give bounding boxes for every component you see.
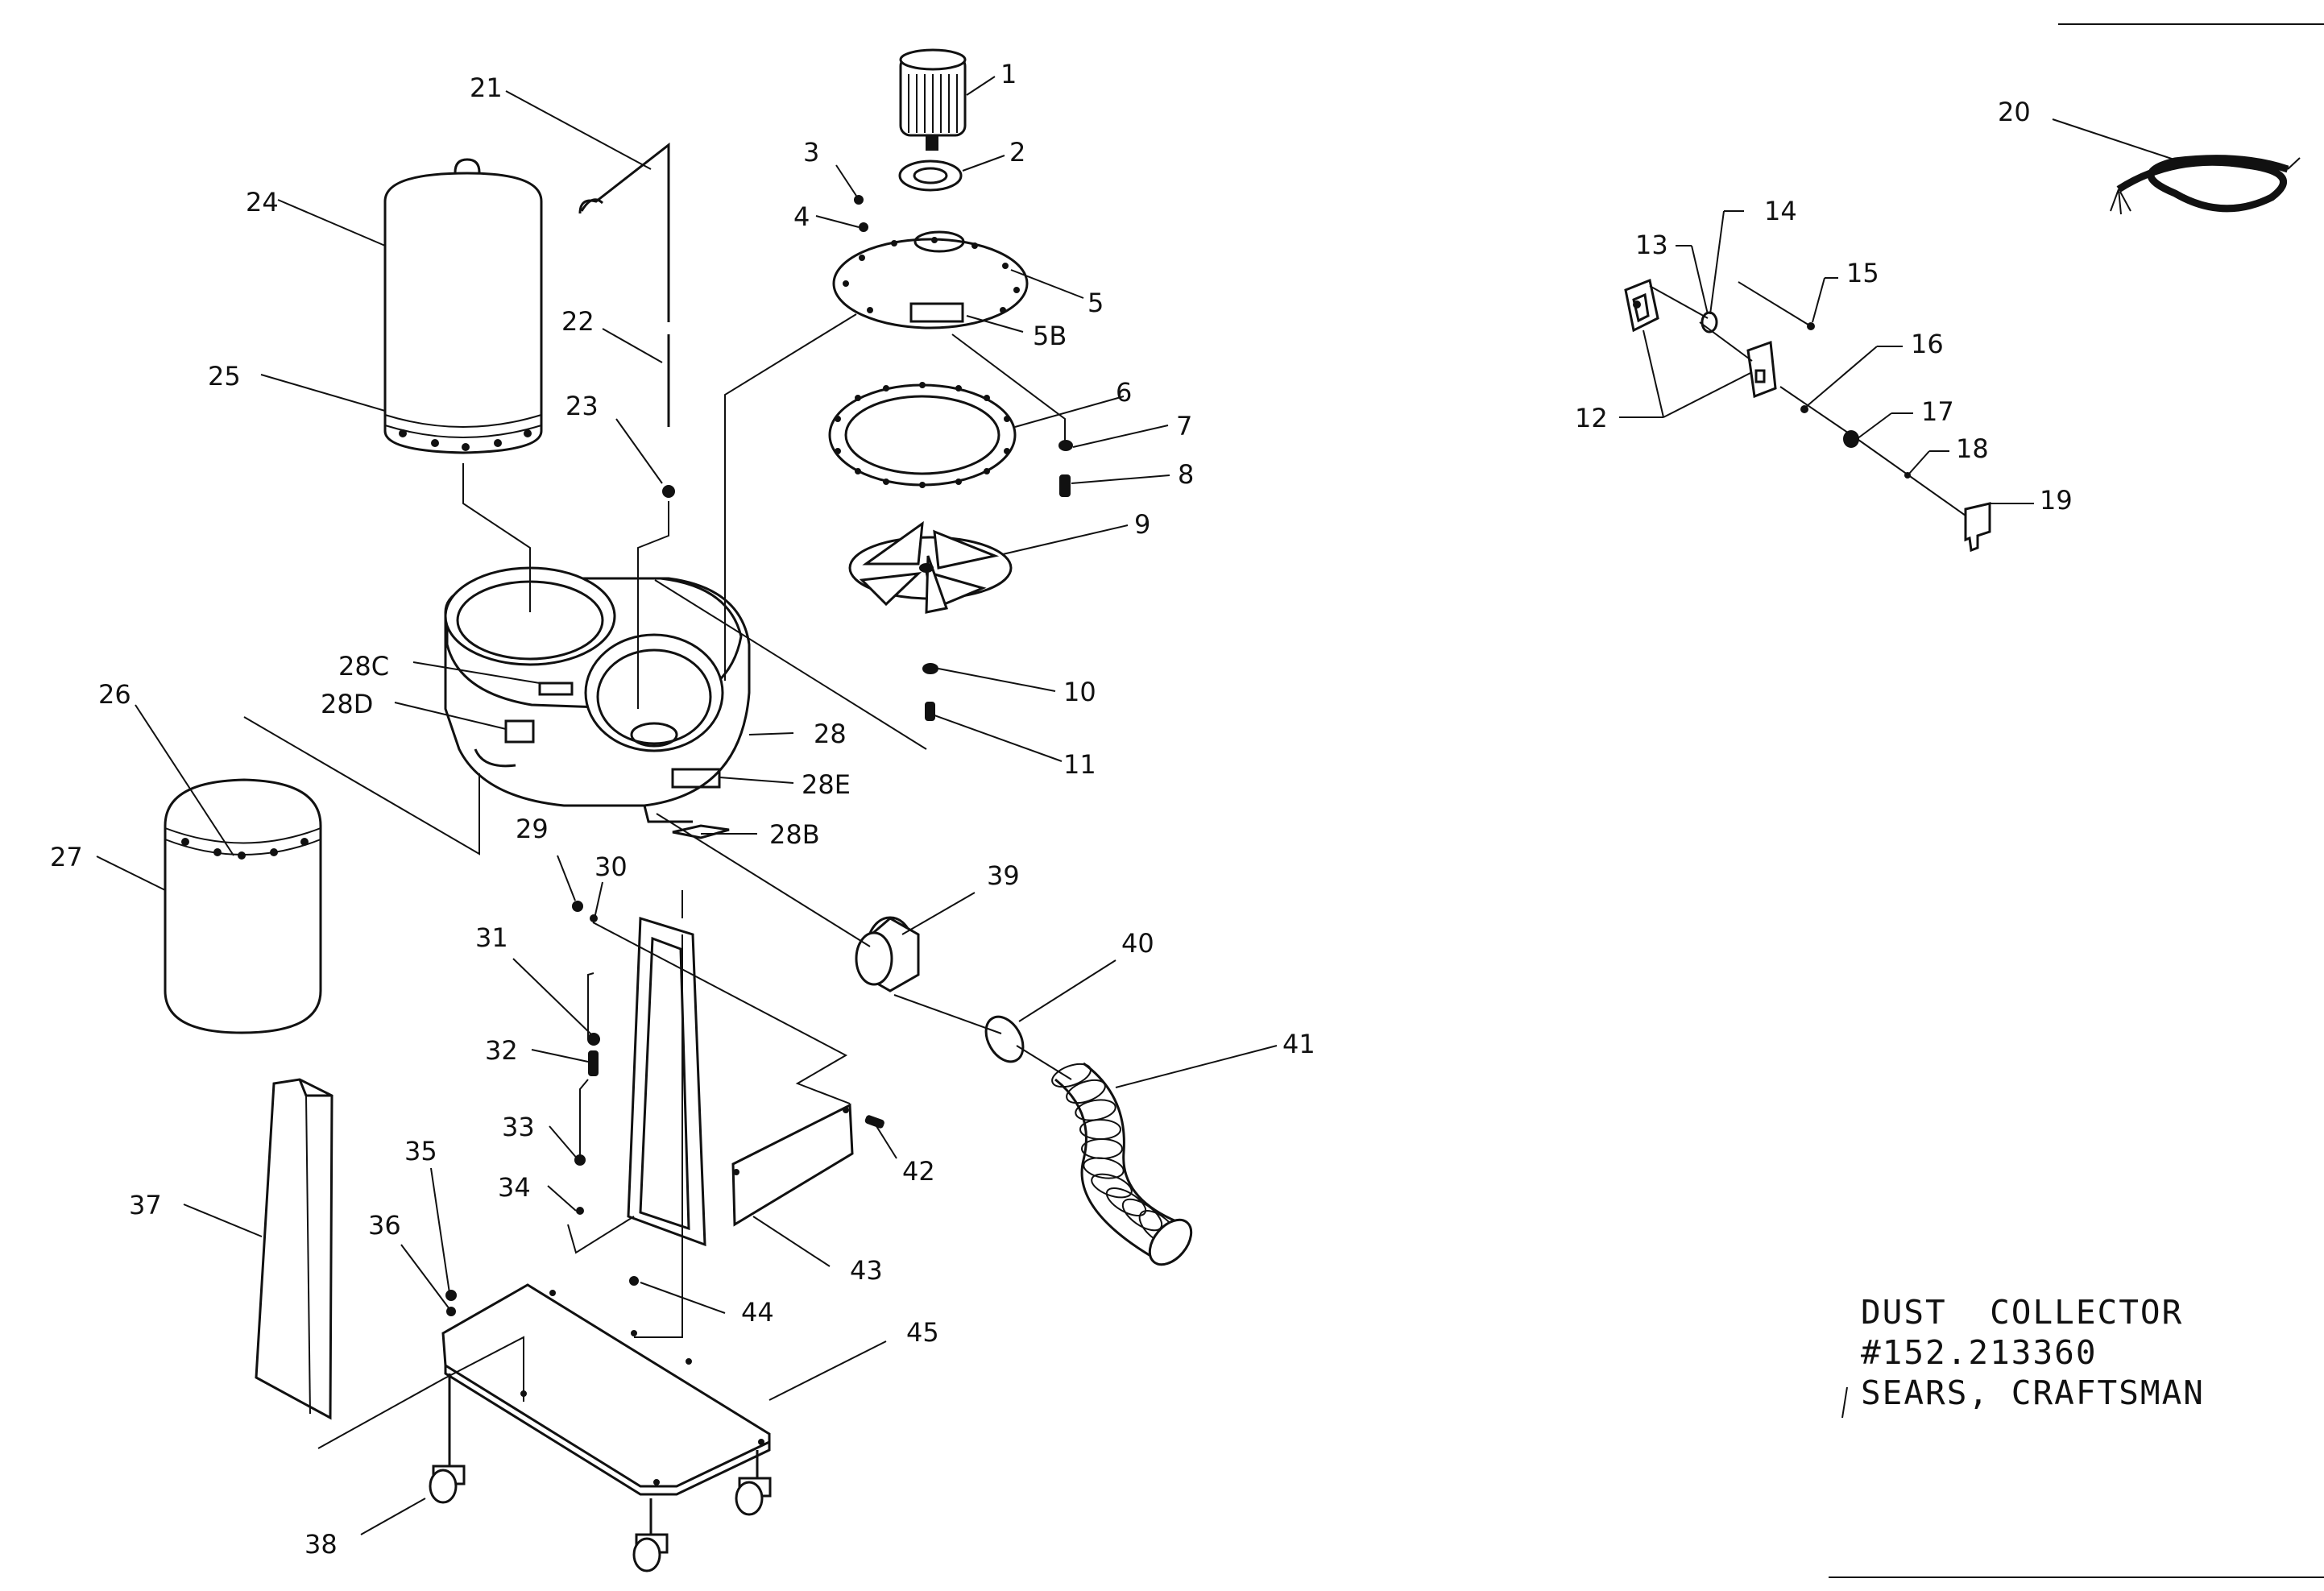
callout-27: 27 bbox=[50, 842, 83, 872]
hose-clamp-part bbox=[984, 1015, 1025, 1063]
title-line-brand: SEARS, CRAFTSMAN bbox=[1861, 1373, 2205, 1412]
callout-33: 33 bbox=[502, 1112, 535, 1142]
callout-32: 32 bbox=[485, 1035, 518, 1066]
bolt-part-11 bbox=[925, 702, 935, 721]
blower-housing-part bbox=[444, 566, 751, 823]
inlet-adapter-part bbox=[855, 916, 920, 992]
callout-9: 9 bbox=[1134, 509, 1150, 540]
washer-part-10 bbox=[922, 663, 938, 674]
callout-38: 38 bbox=[304, 1529, 338, 1560]
callout-3: 3 bbox=[803, 137, 819, 168]
callout-labels: 1 2 3 4 5 5B 6 7 8 9 10 11 12 13 14 15 1… bbox=[50, 59, 2073, 1560]
title-line-model-number: #152.213360 bbox=[1861, 1333, 2098, 1372]
side-panel-part bbox=[731, 1103, 854, 1227]
callout-18: 18 bbox=[1956, 433, 1989, 464]
callout-28: 28 bbox=[814, 719, 847, 749]
caster-part-front bbox=[632, 1533, 669, 1572]
leader-lines bbox=[96, 76, 2192, 1535]
screw-part-3 bbox=[854, 195, 864, 205]
nut-part-7 bbox=[1058, 440, 1073, 451]
callout-22: 22 bbox=[561, 306, 594, 337]
callout-21: 21 bbox=[470, 73, 503, 103]
callout-36: 36 bbox=[368, 1210, 401, 1241]
screw-part-42 bbox=[864, 1115, 884, 1129]
flexible-hose-part bbox=[1051, 1062, 1193, 1266]
left-leg-panel-part bbox=[255, 1078, 333, 1420]
caster-part-left bbox=[429, 1465, 466, 1504]
callout-7: 7 bbox=[1176, 411, 1192, 441]
callout-45: 45 bbox=[906, 1317, 939, 1348]
callout-12: 12 bbox=[1575, 403, 1608, 433]
gasket-ring-part bbox=[828, 382, 1017, 488]
bolt-part-8 bbox=[1059, 474, 1071, 497]
callout-42: 42 bbox=[902, 1156, 935, 1187]
support-rod-part bbox=[578, 142, 670, 322]
lower-collection-bag-part bbox=[164, 778, 322, 1034]
callout-16: 16 bbox=[1911, 329, 1944, 359]
right-leg-frame-part bbox=[627, 916, 706, 1247]
callout-4: 4 bbox=[793, 201, 810, 232]
callout-23: 23 bbox=[565, 391, 599, 421]
cover-plate-part bbox=[832, 230, 1029, 329]
callout-43: 43 bbox=[850, 1255, 883, 1286]
callout-40: 40 bbox=[1121, 928, 1154, 959]
screw-part-16 bbox=[1800, 405, 1808, 413]
callout-34: 34 bbox=[498, 1172, 531, 1203]
callout-8: 8 bbox=[1178, 459, 1194, 490]
callout-44: 44 bbox=[741, 1297, 774, 1328]
motor-part bbox=[899, 48, 967, 151]
callout-35: 35 bbox=[404, 1136, 437, 1166]
callout-5: 5 bbox=[1087, 288, 1104, 318]
callout-28b: 28B bbox=[769, 819, 820, 850]
impeller-part bbox=[848, 520, 1013, 614]
callout-25: 25 bbox=[208, 361, 241, 392]
base-plate-part bbox=[441, 1283, 771, 1496]
callout-24: 24 bbox=[246, 187, 279, 218]
callout-2: 2 bbox=[1009, 137, 1025, 168]
callout-31: 31 bbox=[475, 922, 508, 953]
knob-part bbox=[662, 485, 675, 498]
callout-11: 11 bbox=[1063, 749, 1096, 780]
callout-1: 1 bbox=[1000, 59, 1017, 89]
callout-28d: 28D bbox=[321, 689, 373, 719]
callout-41: 41 bbox=[1282, 1029, 1315, 1059]
motor-flange-part bbox=[898, 160, 963, 192]
callout-17: 17 bbox=[1921, 396, 1954, 427]
title-line-product: DUST COLLECTOR bbox=[1861, 1293, 2184, 1332]
callout-20: 20 bbox=[1998, 97, 2031, 127]
callout-28e: 28E bbox=[802, 769, 851, 800]
caster-part-right bbox=[735, 1477, 772, 1516]
callout-28c: 28C bbox=[338, 651, 389, 682]
callout-6: 6 bbox=[1116, 377, 1132, 408]
callout-29: 29 bbox=[516, 814, 549, 844]
callout-13: 13 bbox=[1635, 230, 1668, 260]
upper-filter-bag-part bbox=[383, 158, 543, 454]
power-cord-part bbox=[2110, 155, 2301, 215]
clip-part-19 bbox=[1964, 502, 1991, 553]
callout-37: 37 bbox=[129, 1190, 162, 1220]
callout-26: 26 bbox=[98, 679, 131, 710]
screw-part-4 bbox=[859, 222, 868, 232]
callout-10: 10 bbox=[1063, 677, 1096, 707]
callout-5b: 5B bbox=[1033, 321, 1067, 351]
callout-19: 19 bbox=[2040, 485, 2073, 516]
callout-30: 30 bbox=[594, 851, 628, 882]
stand-hardware bbox=[445, 901, 639, 1336]
callout-39: 39 bbox=[987, 860, 1020, 891]
housing-foot-part bbox=[672, 824, 730, 839]
switch-plate-part bbox=[1746, 340, 1777, 399]
switch-box-part bbox=[1624, 278, 1659, 333]
callout-15: 15 bbox=[1846, 258, 1879, 288]
callout-14: 14 bbox=[1764, 196, 1797, 226]
